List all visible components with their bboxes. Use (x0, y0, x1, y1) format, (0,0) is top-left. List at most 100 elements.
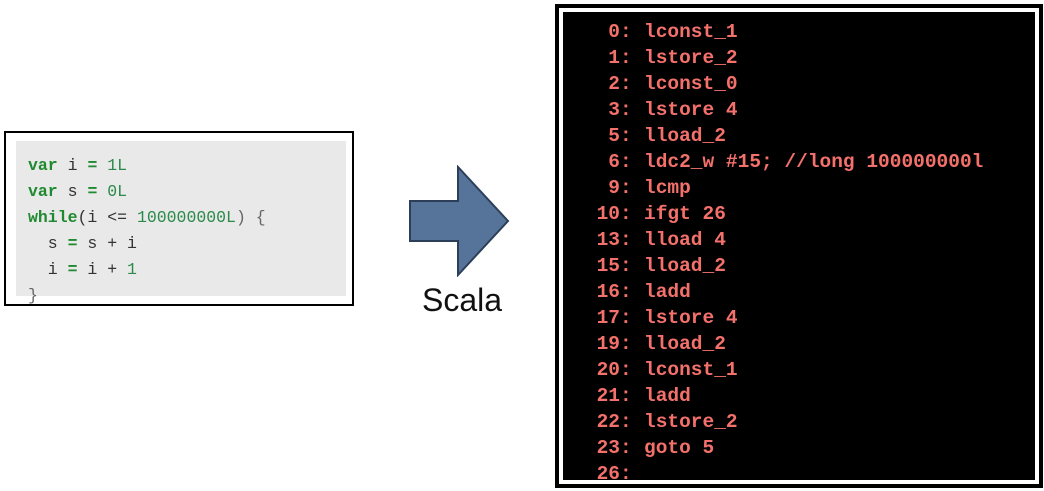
bytecode-row: 3:lstore 4 (578, 97, 983, 123)
bytecode-colon: : (620, 177, 632, 199)
bytecode-instruction: lload_2 (644, 333, 726, 355)
arrow-shape (409, 165, 510, 277)
bytecode-instruction: lstore_2 (644, 411, 738, 433)
bytecode-offset: 2 (608, 73, 620, 95)
bytecode-instruction: lconst_1 (644, 359, 738, 381)
bytecode-offset: 26 (596, 463, 620, 485)
bytecode-offset: 17 (596, 307, 620, 329)
code-token (97, 156, 107, 175)
code-token: = (67, 260, 78, 279)
bytecode-colon: : (620, 21, 632, 43)
source-code-line: var i = 1L (28, 153, 266, 179)
bytecode-row: 13:lload 4 (578, 227, 983, 253)
bytecode-instruction: ifgt 26 (644, 203, 726, 225)
bytecode-offset: 23 (596, 437, 620, 459)
bytecode-offset: 1 (608, 47, 620, 69)
bytecode-row: 26: (578, 461, 983, 487)
bytecode-row: 10: ifgt 26 (578, 201, 983, 227)
code-token: } (28, 286, 38, 305)
source-code-line: var s = 0L (28, 179, 266, 205)
bytecode-colon: : (620, 47, 632, 69)
bytecode-row: 21: ladd (578, 383, 983, 409)
bytecode-colon: : (620, 73, 632, 95)
bytecode-instruction: lload_2 (644, 255, 726, 277)
source-code-line: s = s + i (28, 231, 266, 257)
bytecode-instruction: ldc2_w #15; //long 100000000l (644, 151, 984, 173)
source-code-line: i = i + 1 (28, 257, 266, 283)
code-token: 0L (107, 182, 128, 201)
bytecode-instruction: lstore 4 (644, 99, 738, 121)
bytecode-row: 9: lcmp (578, 175, 983, 201)
bytecode-row: 2: lconst_0 (578, 71, 983, 97)
code-token: (i <= (77, 208, 137, 227)
bytecode-colon: : (620, 411, 632, 433)
bytecode-row: 16: ladd (578, 279, 983, 305)
bytecode-row: 1: lstore_2 (578, 45, 983, 71)
bytecode-offset: 19 (596, 333, 620, 355)
bytecode-offset: 5 (608, 125, 620, 147)
bytecode-row: 17: lstore 4 (578, 305, 983, 331)
bytecode-instruction: lcmp (644, 177, 691, 199)
bytecode-offset: 0 (608, 21, 620, 43)
bytecode-offset: 21 (596, 385, 620, 407)
code-token: i + (77, 260, 128, 279)
bytecode-instruction: ladd (644, 281, 691, 303)
bytecode-row: 0: lconst_1 (578, 19, 983, 45)
code-token: = (87, 156, 98, 175)
bytecode-offset: 9 (608, 177, 620, 199)
code-token: while (28, 208, 78, 227)
bytecode-colon: : (620, 385, 632, 407)
code-token: s (28, 234, 68, 253)
bytecode-row: 19: lload_2 (578, 331, 983, 357)
bytecode-colon: : (620, 281, 632, 303)
bytecode-colon: : (620, 359, 632, 381)
bytecode-colon: : (620, 307, 632, 329)
code-token: s + i (77, 234, 137, 253)
bytecode-colon: : (620, 229, 632, 251)
bytecode-row: 6: ldc2_w #15; //long 100000000l (578, 149, 983, 175)
bytecode-row: 22: lstore_2 (578, 409, 983, 435)
bytecode-colon: : (620, 203, 632, 225)
code-token: var (28, 156, 58, 175)
code-token: var (28, 182, 58, 201)
bytecode-colon: : (620, 333, 632, 355)
bytecode-instruction: lconst_0 (644, 73, 738, 95)
code-token (97, 182, 107, 201)
bytecode-offset: 16 (596, 281, 620, 303)
bytecode-instruction: lconst_1 (644, 21, 738, 43)
code-token: s (57, 182, 88, 201)
bytecode-offset: 10 (596, 203, 620, 225)
source-code-line: } (28, 283, 266, 309)
bytecode-instruction: lload_2 (644, 125, 726, 147)
bytecode-row: 20: lconst_1 (578, 357, 983, 383)
bytecode-instruction: goto 5 (644, 437, 715, 459)
arrow-label: Scala (421, 282, 503, 318)
bytecode-colon: : (620, 255, 632, 277)
bytecode-instruction (636, 461, 644, 487)
code-token: 1L (107, 156, 128, 175)
code-token: 100000000L (136, 208, 236, 227)
bytecode-instruction: lstore_2 (644, 47, 738, 69)
right-arrow-icon (409, 165, 510, 277)
code-token: i (57, 156, 88, 175)
bytecode-offset: 3 (608, 99, 620, 121)
bytecode-offset: 6 (608, 151, 620, 173)
code-token: = (67, 234, 78, 253)
bytecode-instruction: lstore 4 (644, 307, 738, 329)
bytecode-row: 23: goto 5 (578, 435, 983, 461)
bytecode-row: 5:lload_2 (578, 123, 983, 149)
bytecode-instruction: ladd (644, 385, 691, 407)
bytecode-offset: 20 (596, 359, 620, 381)
code-token: i (28, 260, 68, 279)
bytecode-row: 15:lload_2 (578, 253, 983, 279)
bytecode-colon: : (620, 151, 632, 173)
code-token: ) { (235, 208, 266, 227)
bytecode-offset: 22 (596, 411, 620, 433)
bytecode-colon: : (620, 437, 632, 459)
bytecode-offset: 13 (596, 229, 620, 251)
